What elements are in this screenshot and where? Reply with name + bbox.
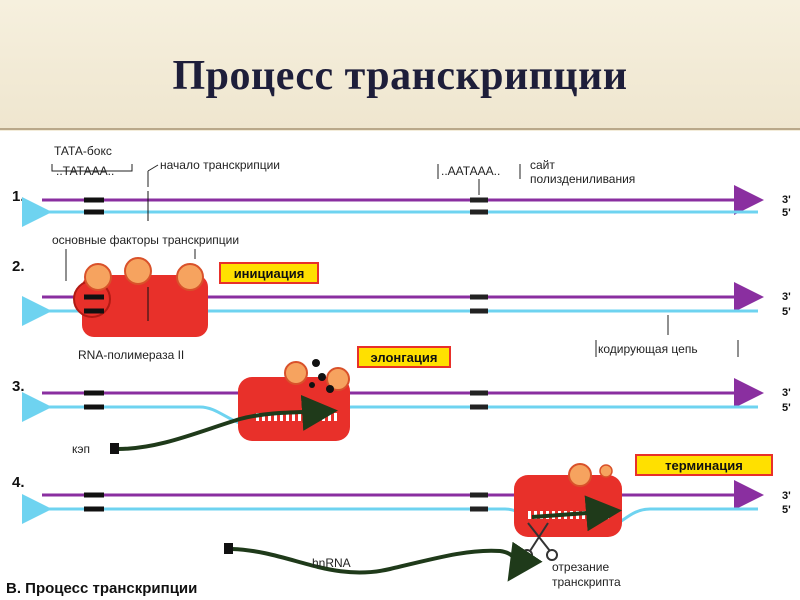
row4-5prime: 5'	[782, 504, 791, 516]
row3-polymerase	[238, 359, 350, 441]
row1-3prime: 3'	[782, 194, 791, 206]
title-band: Процесс транскрипции	[0, 0, 800, 130]
factors-label: основные факторы транскрипции	[52, 233, 239, 247]
stage-3-number: 3.	[12, 378, 25, 395]
coding-strand-label: кодирующая цепь	[598, 342, 698, 356]
tata-box-label: ТАТА-бокс	[54, 144, 112, 158]
initiation-box	[219, 262, 319, 284]
row3-bottom-strand	[21, 392, 758, 429]
tata-bracket	[51, 164, 133, 172]
termination-box	[635, 454, 773, 476]
cap-mark	[110, 443, 119, 454]
stage-4-number: 4.	[12, 474, 25, 491]
transcription-figure: 1. ТАТА-бокс ..ТАТААА.. начало транскрип…	[0, 131, 800, 600]
row2-5prime: 5'	[782, 306, 791, 318]
stage-2-number: 2.	[12, 258, 25, 275]
initiation-label: инициация	[234, 266, 305, 281]
row1-5prime: 5'	[782, 207, 791, 219]
tata-sequence: ..ТАТААА..	[56, 164, 114, 178]
row1-tata-marks	[84, 191, 488, 221]
row3-5prime: 5'	[782, 402, 791, 414]
cut-label-2: транскрипта	[552, 575, 621, 589]
rna-polymerase-label: RNA-полимераза II	[78, 348, 184, 362]
polya-site-label-1: сайт	[530, 158, 555, 172]
polya-site-label-2: полиздениливания	[530, 172, 635, 186]
termination-label: терминация	[665, 458, 743, 473]
transcription-start-label: начало транскрипции	[160, 158, 280, 172]
hnrna-label: hnRNA	[312, 556, 351, 570]
hnrna-cap	[224, 543, 233, 554]
row2-3prime: 3'	[782, 291, 791, 303]
figure-caption: В. Процесс транскрипции	[6, 580, 197, 597]
row2-polymerase-complex	[73, 257, 208, 337]
stage-1-number: 1.	[12, 188, 25, 205]
transcription-diagram: 1. ТАТА-бокс ..ТАТААА.. начало транскрип…	[6, 144, 791, 597]
polya-sequence: ..ААТААА..	[441, 164, 500, 178]
elongation-label: элонгация	[371, 350, 438, 365]
page-title: Процесс транскрипции	[172, 53, 628, 99]
row3-rna	[117, 394, 338, 451]
row3-3prime: 3'	[782, 387, 791, 399]
elongation-box	[357, 346, 451, 368]
cut-label-1: отрезание	[552, 560, 609, 574]
cap-label: кэп	[72, 442, 90, 456]
row4-bottom-strand	[21, 494, 758, 531]
hnrna-strand	[231, 541, 543, 582]
row4-3prime: 3'	[782, 490, 791, 502]
